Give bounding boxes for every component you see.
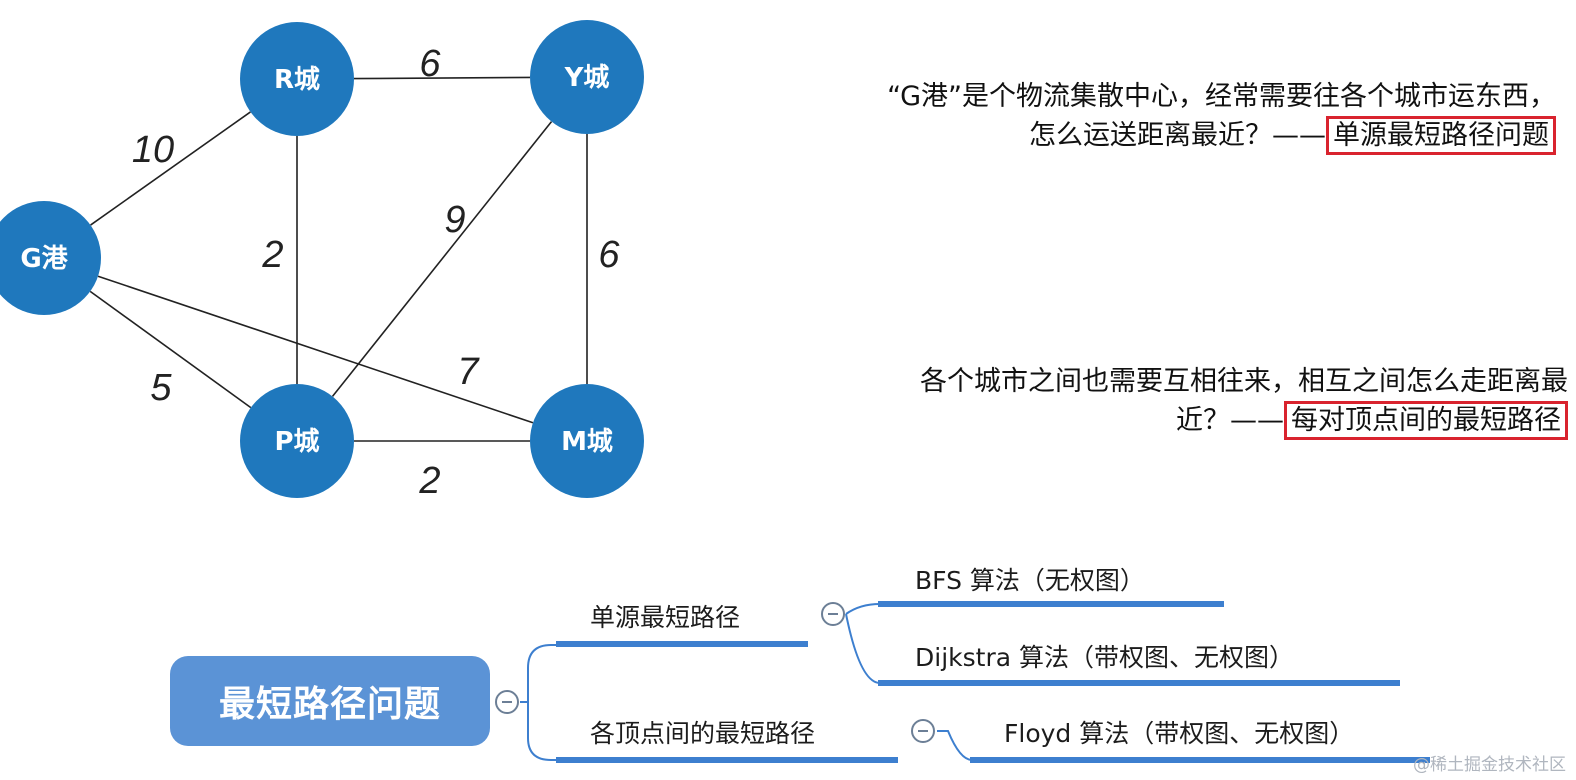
edge-line-G-M xyxy=(97,275,534,424)
edge-P-Y: 9 xyxy=(331,121,553,397)
edge-weight-G-R: 10 xyxy=(132,129,174,171)
mindmap-root[interactable]: 最短路径问题 xyxy=(170,656,490,746)
edge-line-G-P xyxy=(89,290,252,409)
node-Y: Y城 xyxy=(530,20,644,134)
single-source-description: “G港”是个物流集散中心，经常需要往各个城市运东西， 怎么运送距离最近？——单源… xyxy=(887,77,1556,155)
edge-weight-G-P: 5 xyxy=(150,367,172,409)
node-label-P: P城 xyxy=(274,427,319,457)
edge-weight-R-P: 2 xyxy=(261,234,283,276)
branch-single-source[interactable]: 单源最短路径 xyxy=(590,603,741,632)
node-label-G: G港 xyxy=(20,244,68,274)
branch-all-pairs[interactable]: 各顶点间的最短路径 xyxy=(590,719,816,748)
single-source-highlight: 单源最短路径问题 xyxy=(1326,116,1556,155)
edge-Y-M: 6 xyxy=(586,134,620,384)
edge-line-P-Y xyxy=(331,121,553,397)
edge-R-Y: 6 xyxy=(353,43,531,85)
all-pairs-to-floyd-connector xyxy=(937,730,973,761)
graph-edges: 6 10 2 9 6 7 5 2 xyxy=(89,43,620,502)
single-source-collapse-icon[interactable] xyxy=(821,602,845,626)
node-label-Y: Y城 xyxy=(564,63,610,93)
mindmap-connectors xyxy=(520,601,1430,763)
edge-weight-P-M: 2 xyxy=(418,460,440,502)
node-circle-P xyxy=(240,384,354,498)
all-pairs-prefix: 近？—— xyxy=(1176,405,1284,436)
leaf-bfs[interactable]: BFS 算法（无权图） xyxy=(915,566,1145,595)
watermark: @稀土掘金技术社区 xyxy=(1413,755,1566,775)
single-source-prefix: 怎么运送距离最近？—— xyxy=(1029,120,1326,151)
node-R: R城 xyxy=(240,22,354,136)
edge-P-M: 2 xyxy=(354,440,530,502)
all-pairs-line1: 各个城市之间也需要互相往来，相互之间怎么走距离最 xyxy=(920,366,1568,397)
edge-G-R: 10 xyxy=(90,111,251,226)
single-source-line2: 怎么运送距离最近？——单源最短路径问题 xyxy=(887,116,1556,155)
single-source-to-dijkstra-connector xyxy=(845,613,881,684)
all-pairs-highlight: 每对顶点间的最短路径 xyxy=(1284,401,1568,440)
node-P: P城 xyxy=(240,384,354,498)
edge-line-G-R xyxy=(90,111,251,226)
edge-weight-Y-M: 6 xyxy=(598,234,620,276)
root-to-single-source-connector xyxy=(520,644,558,703)
single-source-line1: “G港”是个物流集散中心，经常需要往各个城市运东西， xyxy=(887,81,1556,112)
edge-weight-P-Y: 9 xyxy=(444,199,465,241)
node-G: G港 xyxy=(0,201,101,315)
all-pairs-description: 各个城市之间也需要互相往来，相互之间怎么走距离最 近？——每对顶点间的最短路径 xyxy=(920,362,1568,440)
edge-G-M: 7 xyxy=(97,275,534,424)
node-label-M: M城 xyxy=(561,427,613,457)
all-pairs-line2: 近？——每对顶点间的最短路径 xyxy=(920,401,1568,440)
node-label-R: R城 xyxy=(274,65,320,95)
all-pairs-collapse-icon[interactable] xyxy=(911,719,935,743)
edge-weight-G-M: 7 xyxy=(457,351,480,393)
edge-R-P: 2 xyxy=(261,136,298,384)
leaf-floyd[interactable]: Floyd 算法（带权图、无权图） xyxy=(1004,719,1355,748)
root-to-all-pairs-connector xyxy=(527,702,558,761)
edge-line-R-Y xyxy=(353,76,531,80)
root-collapse-icon[interactable] xyxy=(495,690,519,714)
node-circle-Y xyxy=(530,20,644,134)
leaf-dijkstra[interactable]: Dijkstra 算法（带权图、无权图） xyxy=(915,643,1294,672)
node-M: M城 xyxy=(530,384,644,498)
edge-weight-R-Y: 6 xyxy=(419,43,441,85)
single-source-to-bfs-connector xyxy=(845,603,881,615)
node-circle-G xyxy=(0,201,101,315)
node-circle-R xyxy=(240,22,354,136)
edge-G-P: 5 xyxy=(89,290,252,409)
node-circle-M xyxy=(530,384,644,498)
graph-nodes: R城 Y城 G港 P城 M城 xyxy=(0,20,644,498)
